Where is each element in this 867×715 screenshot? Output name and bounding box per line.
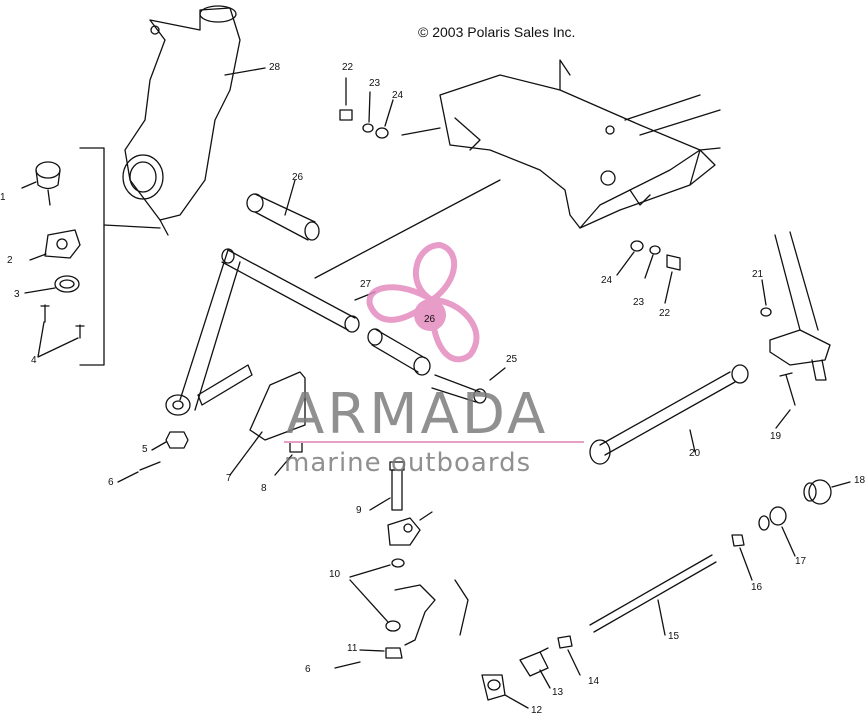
callout-10: 10 <box>329 569 341 580</box>
callout-26-upper: 26 <box>292 172 304 183</box>
callout-22-top: 22 <box>342 62 354 73</box>
callout-13: 13 <box>552 687 564 698</box>
frame-hardware-top <box>339 77 394 139</box>
callout-9: 9 <box>356 505 362 516</box>
rod-end-17 <box>758 506 796 557</box>
ball-joint <box>21 161 61 206</box>
castle-nut-11 <box>359 647 403 659</box>
rod-end-lower <box>481 635 581 709</box>
cotter-pin-lower <box>334 661 361 669</box>
callout-7: 7 <box>226 473 232 484</box>
callout-24-right: 24 <box>601 275 613 286</box>
retaining-ring <box>24 275 80 294</box>
pivot-tube-lower <box>367 328 431 376</box>
callout-5: 5 <box>142 444 148 455</box>
callout-24-top: 24 <box>392 90 404 101</box>
callout-16: 16 <box>751 582 763 593</box>
callout-6-lower: 6 <box>305 664 311 675</box>
bolt-19 <box>775 372 796 429</box>
watermark-title: ARMADA <box>286 382 549 447</box>
callout-23-right: 23 <box>633 297 645 308</box>
callout-17: 17 <box>795 556 807 567</box>
bolt-9 <box>369 461 433 546</box>
watermark-divider <box>284 441 584 443</box>
callout-21: 21 <box>752 269 764 280</box>
callout-6-upper: 6 <box>108 477 114 488</box>
frame-hardware-right <box>616 240 681 304</box>
kit-bracket <box>79 147 161 366</box>
callout-12: 12 <box>531 705 543 715</box>
ball-joint-plate <box>29 229 81 261</box>
callout-11: 11 <box>347 643 358 654</box>
callout-1: 1 <box>0 192 6 203</box>
rivets <box>37 304 85 358</box>
callout-20: 20 <box>689 448 701 459</box>
callout-22-right: 22 <box>659 308 671 319</box>
tie-rod <box>589 364 749 465</box>
callout-28: 28 <box>269 62 281 73</box>
callout-27: 27 <box>360 279 372 290</box>
callout-2: 2 <box>7 255 13 266</box>
callout-25: 25 <box>506 354 518 365</box>
guard-plate <box>229 371 306 476</box>
callout-18: 18 <box>854 475 866 486</box>
callout-19: 19 <box>770 431 782 442</box>
propeller-logo <box>366 242 480 363</box>
frame <box>401 59 721 229</box>
callout-8: 8 <box>261 483 267 494</box>
tie-rod-shaft <box>589 554 717 636</box>
callout-3: 3 <box>14 289 20 300</box>
callout-26-lower: 26 <box>424 314 436 325</box>
steering-post <box>760 231 831 381</box>
pivot-tube-upper <box>246 179 320 241</box>
rod-end-18 <box>803 479 851 505</box>
cotter-pin-upper <box>117 461 161 483</box>
watermark-subtitle: marine outboards <box>284 448 532 478</box>
callout-23-top: 23 <box>369 78 381 89</box>
callout-4: 4 <box>31 355 37 366</box>
callout-15: 15 <box>668 631 680 642</box>
nut-5 <box>151 431 189 451</box>
callout-14: 14 <box>588 676 600 687</box>
steering-knuckle <box>122 5 266 236</box>
washers-10 <box>349 558 469 646</box>
a-arm <box>165 179 501 416</box>
copyright-notice: © 2003 Polaris Sales Inc. <box>418 24 576 40</box>
bushing <box>431 367 506 404</box>
jam-nut-16 <box>731 534 753 581</box>
